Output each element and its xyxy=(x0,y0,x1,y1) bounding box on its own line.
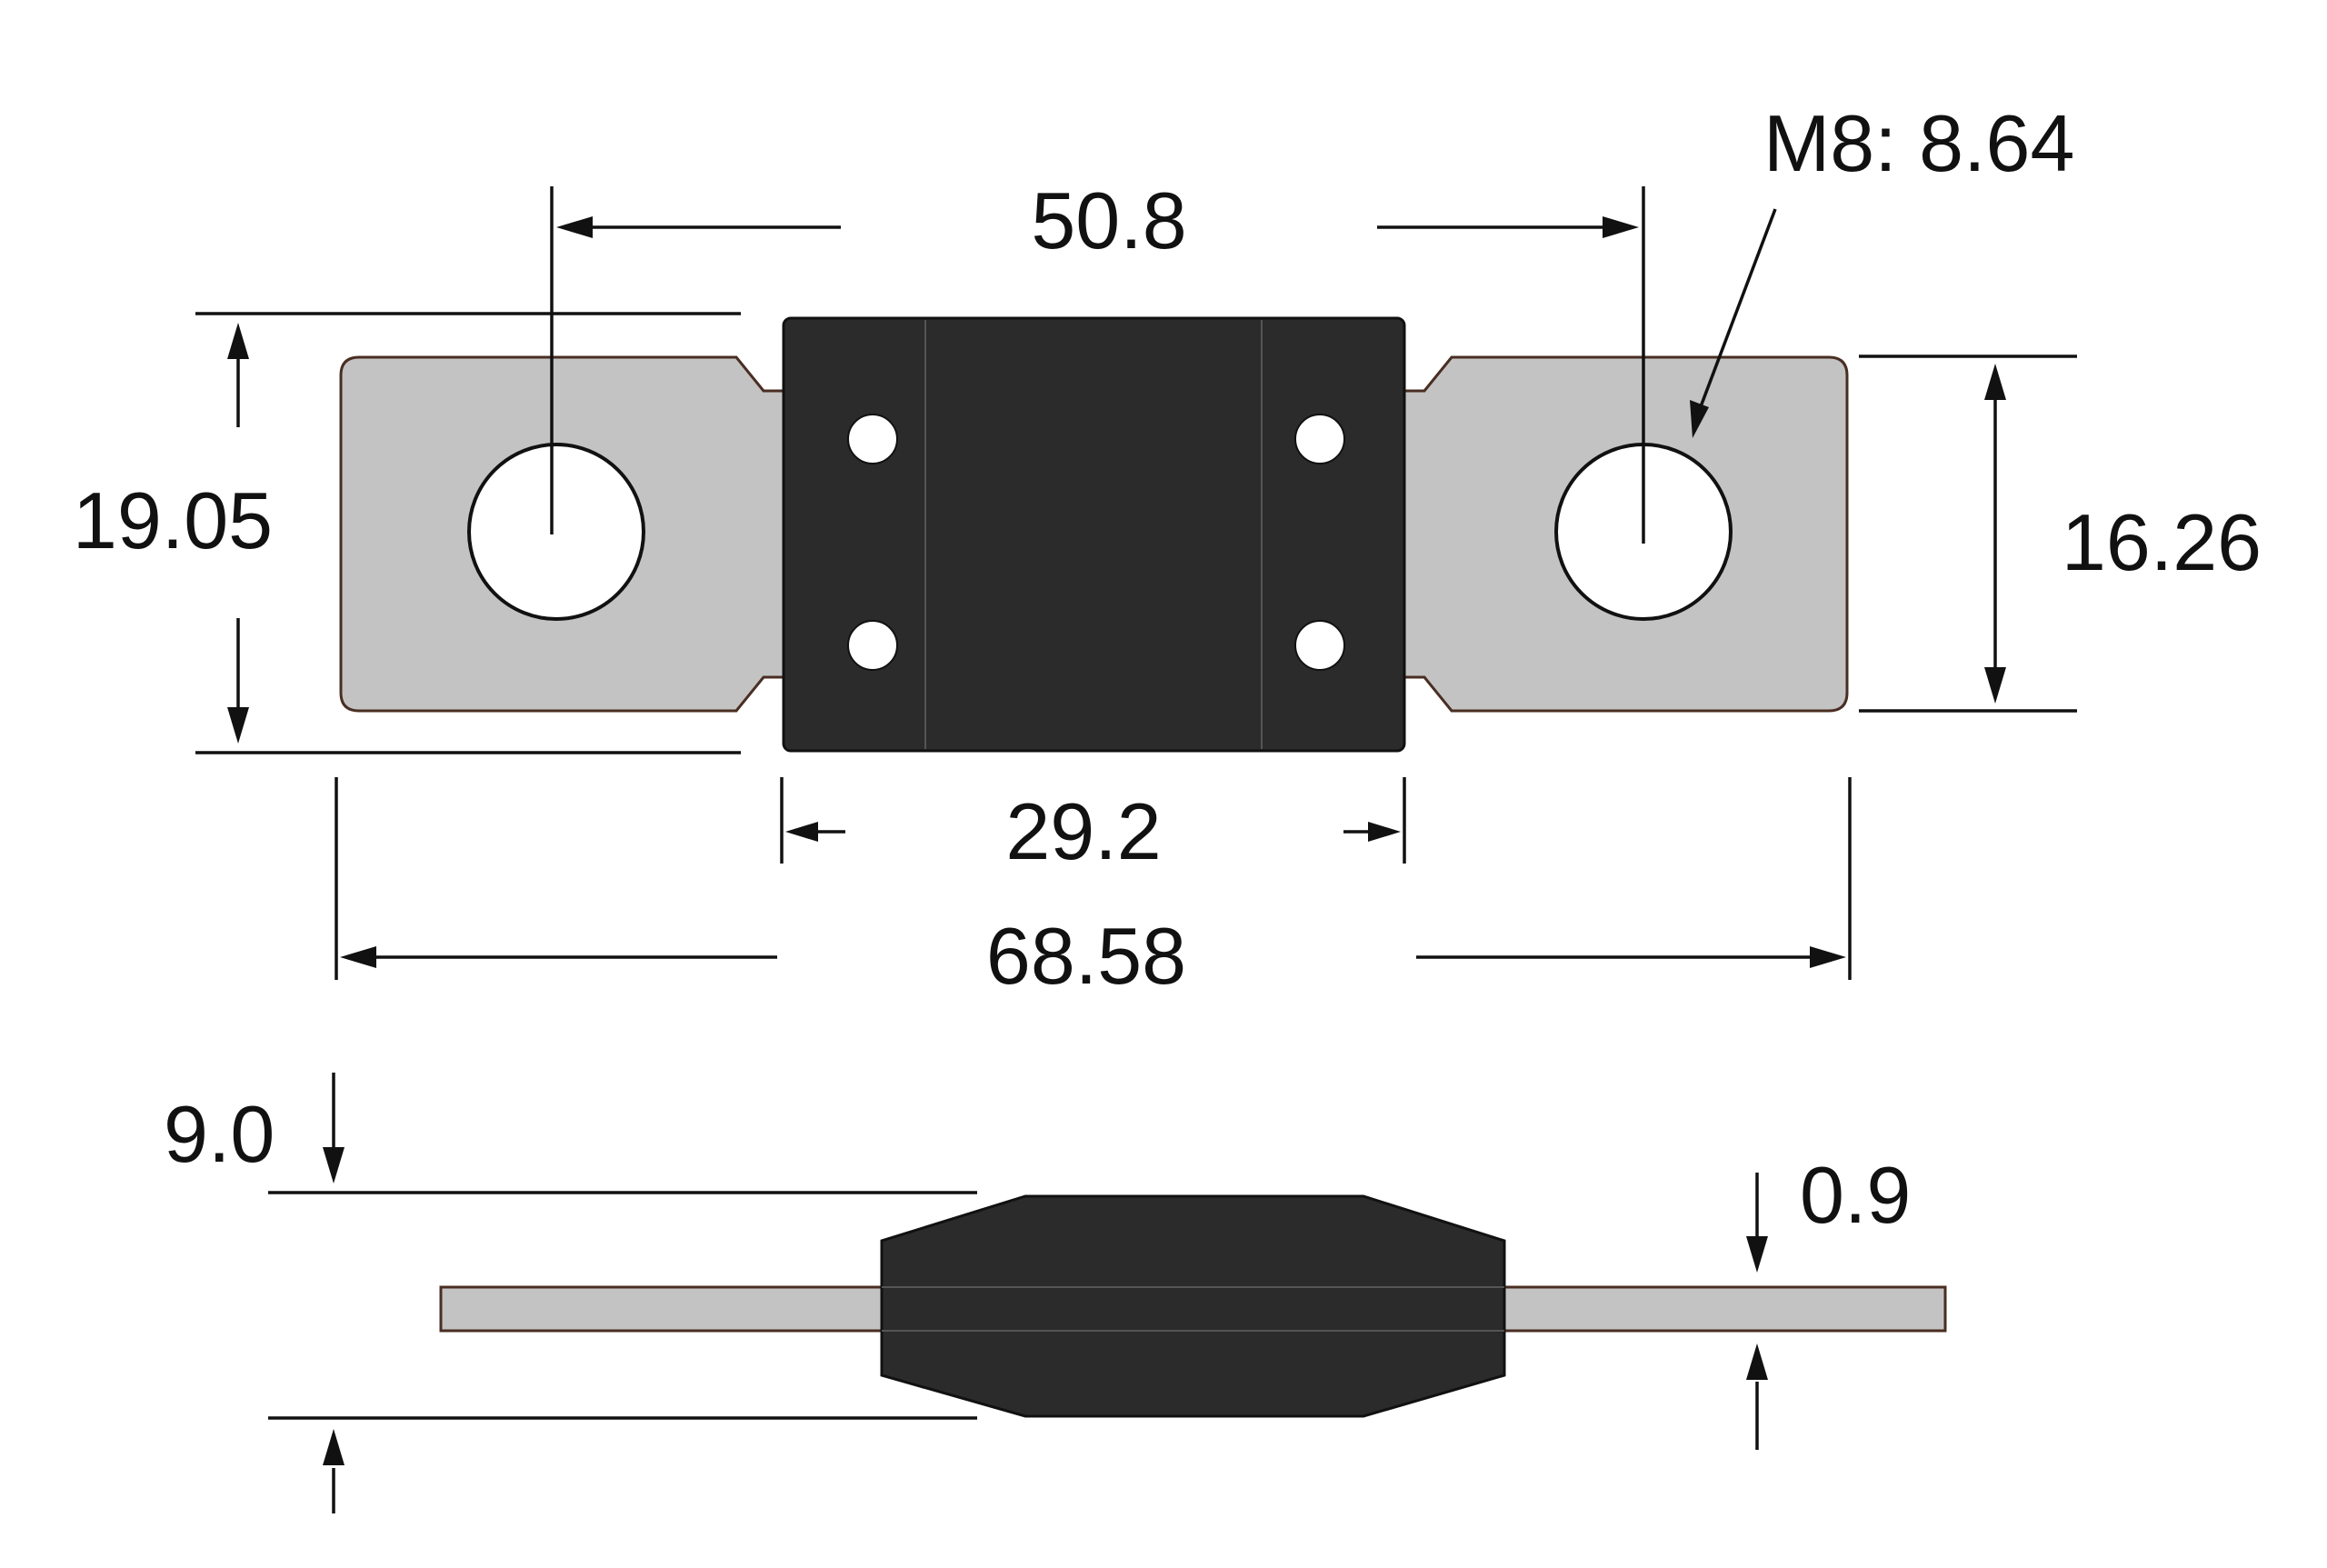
tab-width-label: 16.26 xyxy=(2062,497,2262,587)
arrowhead xyxy=(340,946,376,968)
arrowhead xyxy=(1368,822,1401,842)
left-mounting-hole xyxy=(467,443,645,621)
tab-width-dimension: 16.26 xyxy=(1859,355,2262,713)
body-length-label: 29.2 xyxy=(1005,786,1161,876)
rivet xyxy=(1294,414,1345,464)
rivet xyxy=(847,414,898,464)
side-fuse-body xyxy=(880,1194,1506,1418)
overall-length-label: 68.58 xyxy=(986,911,1186,1001)
tab-thickness-dimension: 0.9 xyxy=(1746,1150,1911,1450)
hole-spacing-dimension: 50.8 xyxy=(550,175,1645,544)
body-thickness-dimension: 9.0 xyxy=(164,1073,977,1513)
rivet xyxy=(847,620,898,671)
arrowhead xyxy=(227,707,249,744)
overall-length-dimension: 68.58 xyxy=(335,777,1852,1001)
arrowhead xyxy=(1746,1236,1768,1273)
arrowhead xyxy=(1984,364,2006,400)
rivet xyxy=(1294,620,1345,671)
arrowhead xyxy=(1810,946,1846,968)
side-view: 9.0 0.9 xyxy=(164,1073,1947,1513)
arrowhead xyxy=(323,1147,345,1183)
arrowhead xyxy=(1746,1343,1768,1380)
arrowhead xyxy=(556,216,593,238)
arrowhead xyxy=(227,323,249,359)
arrowhead xyxy=(1690,400,1709,438)
hole-spacing-label: 50.8 xyxy=(1031,175,1186,265)
arrowhead xyxy=(1603,216,1639,238)
body-thickness-label: 9.0 xyxy=(164,1089,275,1179)
top-view: 50.8 M8: 8.64 19.05 16.26 xyxy=(73,98,2262,1001)
body-length-dimension: 29.2 xyxy=(780,777,1406,876)
overall-height-label: 19.05 xyxy=(73,475,273,565)
arrowhead xyxy=(1984,667,2006,704)
tab-thickness-label: 0.9 xyxy=(1800,1150,1911,1240)
overall-height-dimension: 19.05 xyxy=(73,312,741,754)
hole-size-callout: M8: 8.64 xyxy=(1690,98,2074,438)
hole-size-label: M8: 8.64 xyxy=(1763,98,2074,188)
arrowhead xyxy=(785,822,818,842)
fuse-body xyxy=(782,316,1406,753)
arrowhead xyxy=(323,1429,345,1465)
